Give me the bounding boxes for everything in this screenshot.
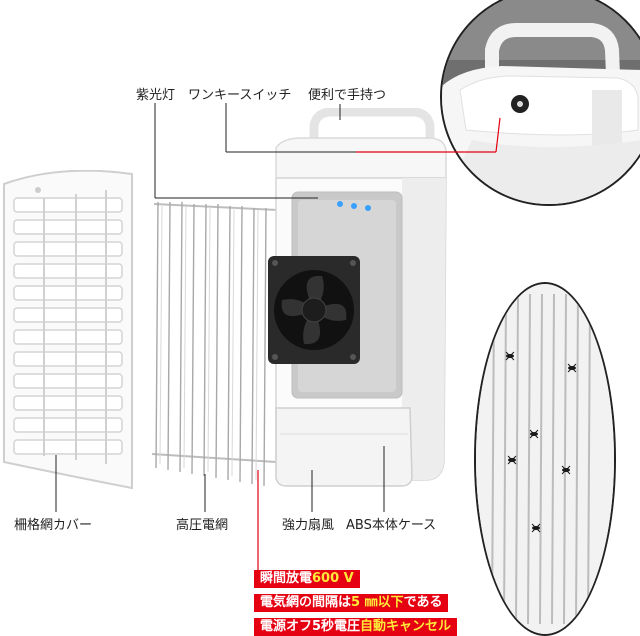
label-uv-lamp: 紫光灯 — [136, 88, 176, 103]
grille-cover — [3, 170, 133, 490]
grid-closeup — [474, 282, 616, 636]
switch-closeup — [440, 0, 640, 206]
high-voltage-grid — [151, 201, 279, 487]
label-abs-case: ABS本体ケース — [346, 518, 437, 533]
label-hv-grid: 高圧電網 — [176, 518, 229, 533]
label-handle: 便利で手持つ — [308, 88, 387, 103]
label-fan: 強力扇風 — [282, 518, 335, 533]
banner-auto-cancel: 電源オフ5秒電圧自動キャンセル — [254, 618, 458, 636]
label-grille-cover: 柵格網カバー — [14, 518, 93, 533]
label-one-key-switch: ワンキースイッチ — [188, 88, 292, 103]
banner-grid-spacing: 電気網の間隔は5 ㎜以下である — [254, 594, 449, 612]
fan-icon — [268, 256, 360, 364]
banner-discharge: 瞬間放電600 V — [254, 570, 360, 588]
